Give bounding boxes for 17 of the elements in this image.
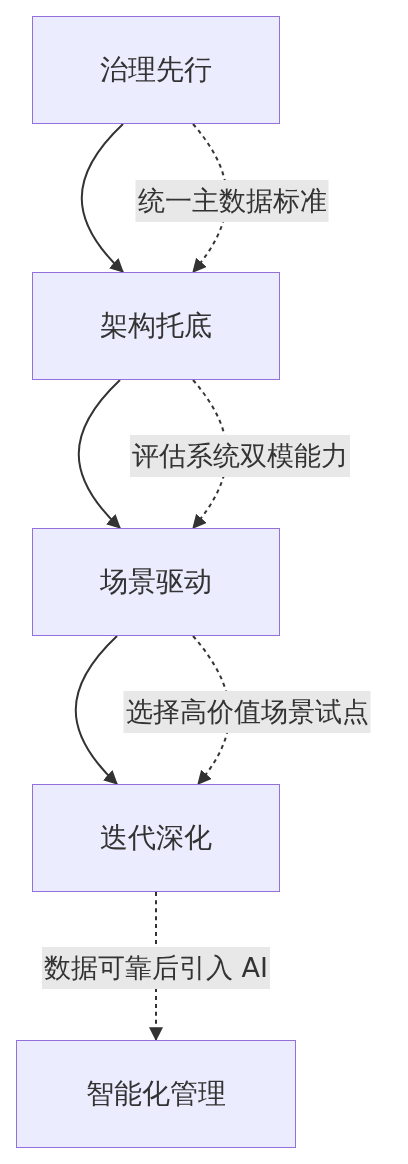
- node-label: 治理先行: [100, 52, 212, 88]
- edge-label: 评估系统双模能力: [130, 435, 350, 477]
- process-box: [32, 784, 280, 892]
- arrow: [74, 635, 118, 785]
- node-label: 迭代深化: [100, 820, 212, 856]
- arrow: [77, 379, 121, 529]
- node-label: 场景驱动: [100, 564, 212, 600]
- node-label: 智能化管理: [86, 1076, 226, 1112]
- node-label: 架构托底: [100, 308, 212, 344]
- arrow: [80, 123, 124, 273]
- process-box: [16, 1040, 296, 1148]
- edge-label: 数据可靠后引入 AI: [42, 947, 270, 989]
- process-box: [32, 528, 280, 636]
- process-box: [32, 16, 280, 124]
- edge-label: 选择高价值场景试点: [123, 691, 371, 733]
- process-box: [32, 272, 280, 380]
- edge-label: 统一主数据标准: [135, 180, 329, 222]
